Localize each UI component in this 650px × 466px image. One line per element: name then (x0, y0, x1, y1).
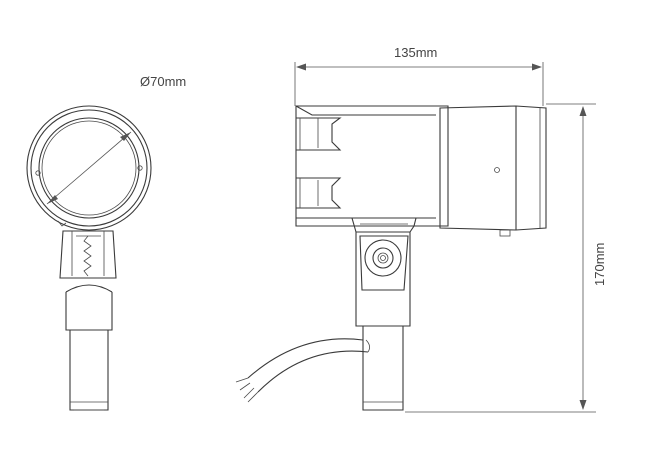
length-dimension: 135mm (294, 45, 544, 106)
front-view: Ø70mm (26, 74, 186, 231)
side-bracket (235, 217, 417, 411)
front-bracket (59, 230, 117, 411)
height-dimension: 170mm (405, 103, 607, 413)
height-label: 170mm (592, 243, 607, 286)
length-label: 135mm (394, 45, 437, 60)
side-view (295, 105, 547, 237)
diameter-label: Ø70mm (140, 74, 186, 89)
